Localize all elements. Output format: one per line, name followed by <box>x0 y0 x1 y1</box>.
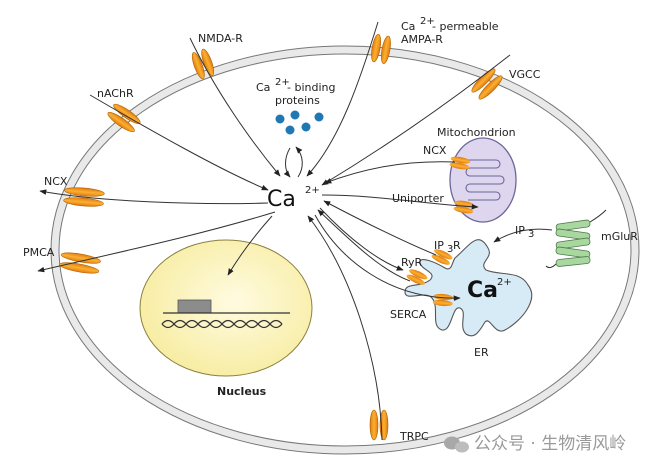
svg-text:R: R <box>453 239 461 252</box>
calcium-binding-proteins <box>275 110 324 135</box>
channel-ncx-plasma <box>63 187 105 207</box>
channel-nachr <box>107 103 141 133</box>
wechat-icon <box>444 436 469 453</box>
transporter-serca <box>432 293 454 307</box>
channel-pmca <box>59 252 101 274</box>
label-binding-proteins: Ca 2+ - binding proteins <box>256 77 335 107</box>
label-ip3r: IP 3 R <box>434 239 461 255</box>
endoplasmic-reticulum: Ca 2+ ER <box>404 239 533 359</box>
channel-nmda <box>191 48 215 80</box>
label-mito-ncx: NCX <box>423 144 447 157</box>
nucleus: Nucleus <box>139 239 313 398</box>
svg-text:公众号 · 生物清风岭: 公众号 · 生物清风岭 <box>474 434 626 454</box>
svg-text:- permeable: - permeable <box>432 20 499 33</box>
svg-text:Ca: Ca <box>401 20 415 33</box>
label-trpc: TRPC <box>399 430 429 443</box>
label-vgcc: VGCC <box>509 68 541 81</box>
cytosolic-calcium-charge: 2+ <box>305 185 320 196</box>
er-label: ER <box>474 346 489 359</box>
label-ryr: RyR <box>401 256 423 269</box>
svg-text:AMPA-R: AMPA-R <box>401 33 443 46</box>
svg-text:3: 3 <box>447 244 453 255</box>
cytosolic-calcium-ion: Ca <box>267 187 296 212</box>
label-nmda: NMDA-R <box>198 32 243 45</box>
svg-text:2+: 2+ <box>275 77 290 88</box>
transporter-ryr <box>406 269 428 285</box>
svg-text:proteins: proteins <box>275 94 320 107</box>
label-serca: SERCA <box>390 308 427 321</box>
transporter-ip3r <box>431 249 453 265</box>
svg-text:- binding: - binding <box>287 81 335 94</box>
svg-text:3: 3 <box>528 229 534 240</box>
er-calcium-ion: Ca <box>467 278 498 303</box>
flux-arrows <box>37 21 553 441</box>
label-pmca: PMCA <box>23 246 55 259</box>
label-nachr: nAChR <box>97 87 134 100</box>
svg-text:IP: IP <box>434 239 444 252</box>
mitochondrion: Mitochondrion <box>437 126 517 223</box>
mglur-receptor: mGluR <box>545 209 638 269</box>
label-ampa: Ca 2+ - permeable AMPA-R <box>401 16 499 46</box>
label-uniporter: Uniporter <box>392 192 444 205</box>
nucleus-label: Nucleus <box>217 385 267 398</box>
label-ip3: IP 3 <box>515 224 534 240</box>
mitochondrion-label: Mitochondrion <box>437 126 516 139</box>
mglur-label: mGluR <box>601 230 638 243</box>
transporter-mito-ncx <box>449 156 471 170</box>
gene-promoter-box <box>177 299 212 314</box>
label-ncx-plasma: NCX <box>44 175 68 188</box>
watermark: 公众号 · 生物清风岭 <box>444 434 626 454</box>
svg-text:2+: 2+ <box>420 16 435 27</box>
channel-ampa <box>371 34 391 64</box>
cell-membrane <box>50 45 640 455</box>
er-calcium-charge: 2+ <box>497 277 512 288</box>
channel-trpc <box>369 409 389 441</box>
svg-text:Ca: Ca <box>256 81 270 94</box>
svg-text:IP: IP <box>515 224 525 237</box>
